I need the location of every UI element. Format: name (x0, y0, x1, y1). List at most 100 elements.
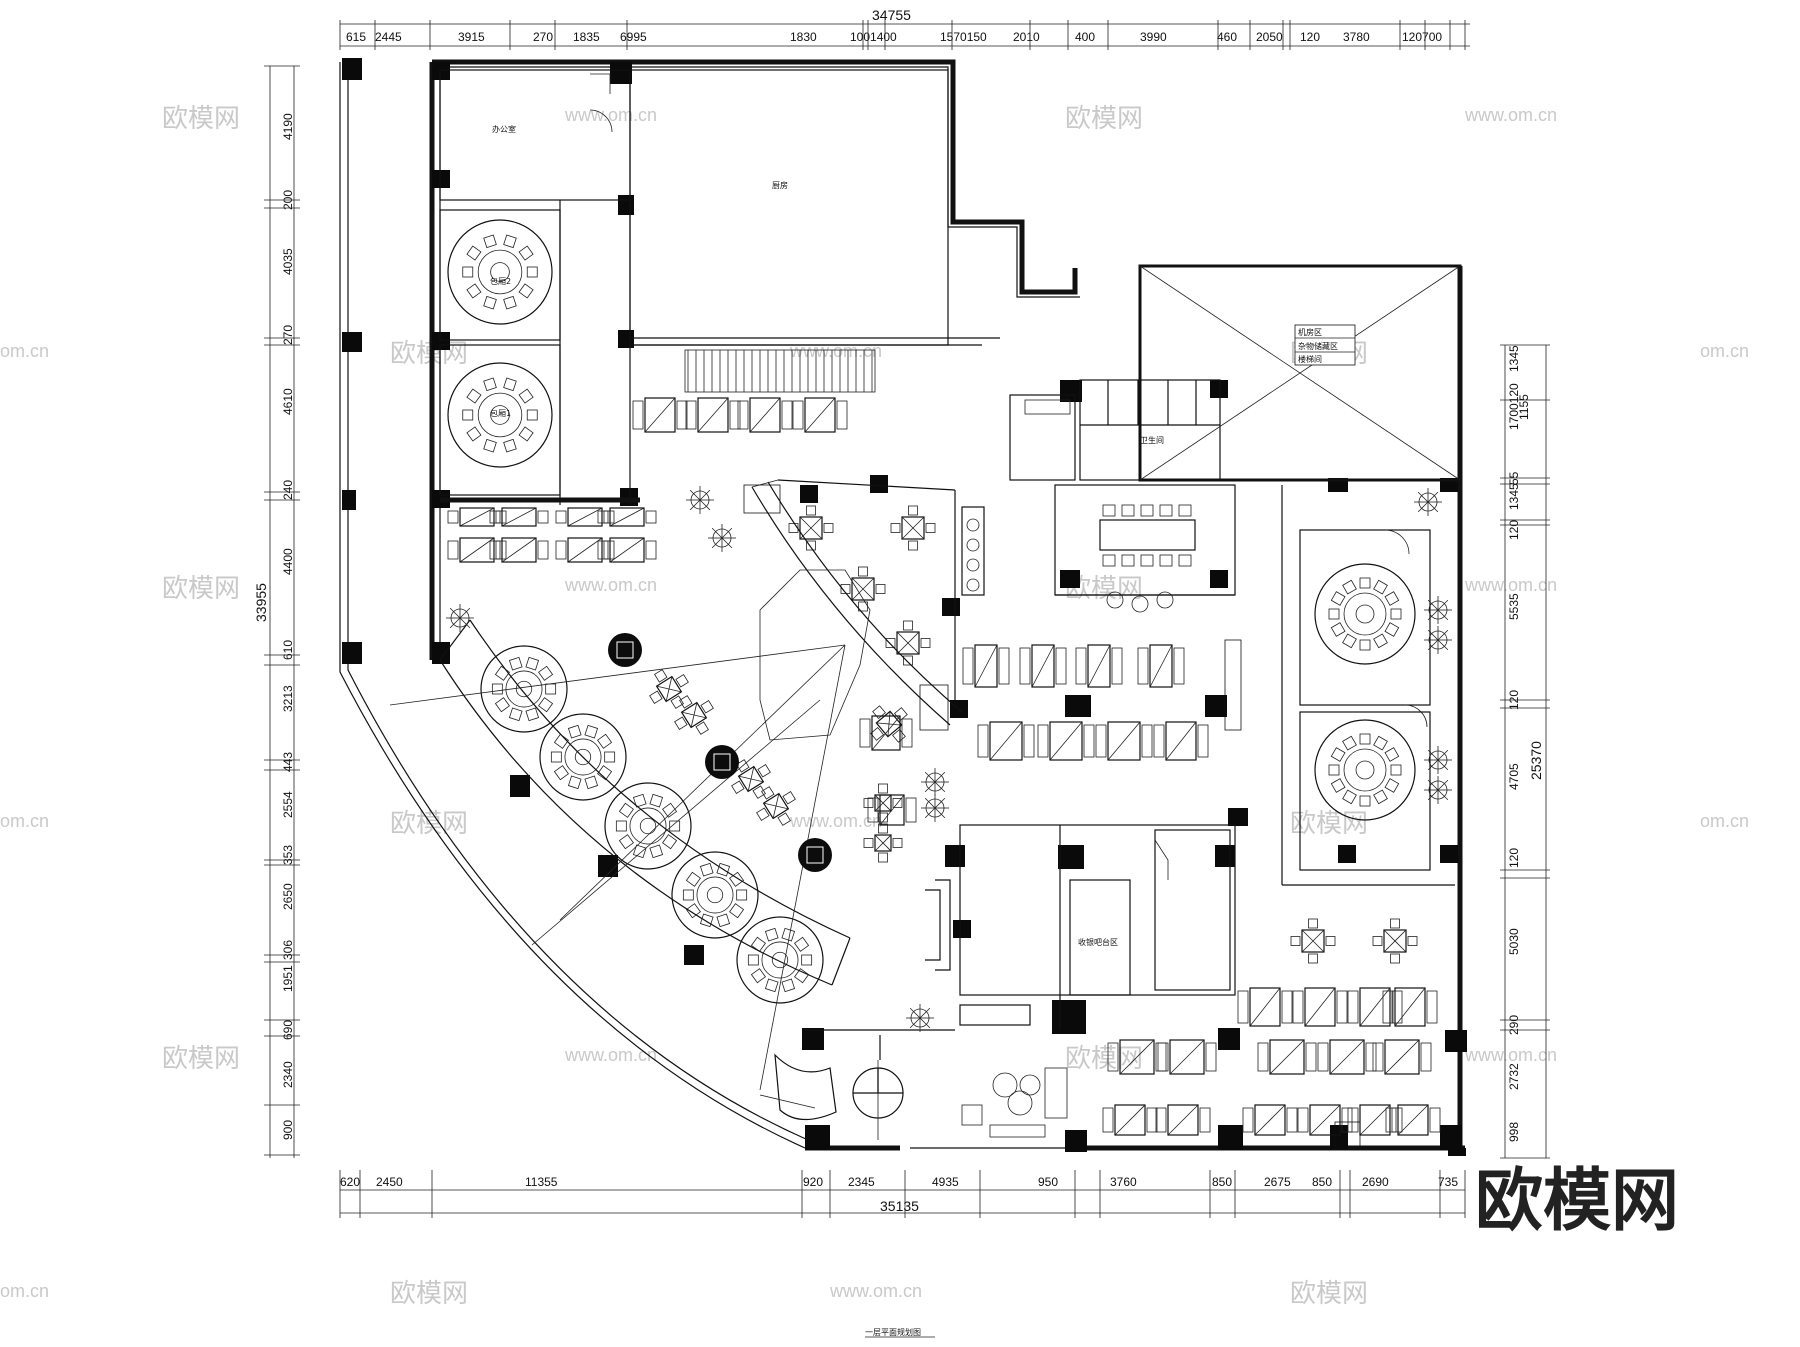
right-dimension-label: 5030 (1507, 928, 1521, 955)
left-dimension-label: 900 (281, 1120, 295, 1140)
right-dimension-label: 5535 (1507, 593, 1521, 620)
booth-table (1257, 1039, 1317, 1075)
square-table-with-chairs (870, 705, 908, 743)
column (805, 1125, 830, 1150)
square-table-with-chairs (840, 566, 886, 612)
column (942, 598, 960, 616)
bottom-dimension-label: 850 (1312, 1175, 1332, 1189)
booth-table (1019, 644, 1067, 688)
booth-table (1157, 1039, 1217, 1075)
left-dimension-ticks: 4190200403527046102404400610321344325543… (264, 65, 300, 1156)
booth-table (792, 397, 848, 433)
column (1210, 380, 1228, 398)
column (1058, 845, 1084, 869)
booth-table (597, 537, 657, 563)
column (1218, 1028, 1240, 1050)
top-dimension-label: 120700 (1402, 30, 1442, 44)
bottom-dimension-label: 735 (1438, 1175, 1458, 1189)
right-outer-dimension: 1155 (1517, 394, 1531, 420)
round-table-with-chairs (480, 645, 568, 733)
top-dimension-label: 6995 (620, 30, 647, 44)
room-label-cashier: 收银吧台区 (1078, 937, 1118, 947)
column (432, 332, 450, 350)
main-entrance (759, 1029, 1068, 1140)
machine-room: 机房区 杂物储藏区 楼梯间 (1138, 264, 1462, 482)
watermark-logo: 欧模网 (1065, 1044, 1143, 1074)
booth-table (447, 537, 507, 563)
right-dimension-label: 1700120 (1507, 383, 1521, 430)
column (684, 945, 704, 965)
round-dining-tables (447, 219, 1416, 1004)
watermark-logo: 欧模网 (1290, 809, 1368, 839)
booth-table (1155, 1104, 1211, 1136)
right-dimension-label: 998 (1507, 1122, 1521, 1142)
left-dimension-label: 240 (281, 480, 295, 500)
dimension-lines (269, 23, 1547, 1214)
right-total-dimension: 25370 (1528, 741, 1544, 780)
left-total-dimension: 33955 (253, 583, 269, 622)
column (1052, 1000, 1086, 1034)
left-dimension-label: 2650 (281, 883, 295, 910)
column (618, 195, 634, 215)
booth-table (1317, 1039, 1377, 1075)
column (342, 490, 356, 510)
watermark-url: www.om.cn (829, 1281, 922, 1301)
column (620, 488, 638, 506)
watermark-url: www.om.cn (789, 341, 882, 361)
watermark-logo: 欧模网 (1065, 104, 1143, 134)
plant-icon (906, 1004, 934, 1032)
watermark-logo: 欧模网 (390, 809, 468, 839)
watermark-url: om.cn (0, 1281, 49, 1301)
bottom-dimension-label: 4935 (932, 1175, 959, 1189)
booth-table (1095, 721, 1153, 761)
booth-table (1297, 1104, 1353, 1136)
column (432, 62, 450, 80)
right-dimension-label: 4705 (1507, 763, 1521, 790)
round-table-with-chairs (447, 219, 553, 325)
plant-icon (1424, 626, 1452, 654)
round-table-with-chairs (1314, 563, 1416, 665)
booth-table (1242, 1104, 1298, 1136)
top-dimension-label: 400 (1075, 30, 1095, 44)
booth-table (1075, 644, 1123, 688)
top-dimension-label: 2010 (1013, 30, 1040, 44)
booth-table (962, 644, 1010, 688)
left-dimension-label: 443 (281, 752, 295, 772)
room-label-kitchen: 厨房 (772, 180, 788, 190)
watermark-url: www.om.cn (564, 575, 657, 595)
plant-icon (921, 794, 949, 822)
watermark-url: www.om.cn (1464, 575, 1557, 595)
column (1065, 695, 1091, 717)
private-rooms-left: 包厢2 包厢1 (439, 209, 640, 503)
round-table-with-chairs (539, 713, 627, 801)
plant-icon (1424, 746, 1452, 774)
plant-icon (1424, 596, 1452, 624)
square-table-with-chairs (756, 786, 796, 826)
column (1338, 845, 1356, 863)
left-dimension-label: 4400 (281, 548, 295, 575)
booth-table (447, 507, 507, 527)
column (1440, 845, 1458, 863)
column (510, 775, 530, 797)
booth-table (737, 397, 793, 433)
column (342, 332, 362, 352)
booth-table (977, 721, 1035, 761)
column (1210, 570, 1228, 588)
watermark-url: om.cn (0, 811, 49, 831)
east-private-rooms (1281, 485, 1455, 886)
square-table-with-chairs (863, 823, 903, 863)
top-dimension-label: 1830 (790, 30, 817, 44)
column (800, 485, 818, 503)
staircase (684, 349, 876, 393)
bottom-dimension-label: 920 (803, 1175, 823, 1189)
right-dimension-label: 120 (1507, 520, 1521, 540)
booth-table (1137, 644, 1185, 688)
booth-table (867, 794, 917, 826)
plant-icon (708, 524, 736, 552)
top-dimension-label: 3915 (458, 30, 485, 44)
booth-table (632, 397, 688, 433)
square-table-with-chairs (890, 505, 936, 551)
room-label-storage: 杂物储藏区 (1298, 341, 1338, 351)
restroom-block: 卫生间 (1009, 379, 1236, 613)
